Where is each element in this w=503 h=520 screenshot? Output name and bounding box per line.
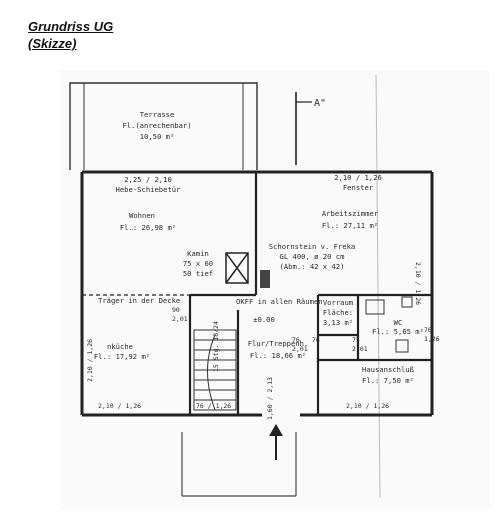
flur-name: Flur/Treppenh. <box>248 339 309 348</box>
terrace-area: 10,50 m² <box>140 132 175 141</box>
wc-fixtures <box>365 296 413 353</box>
wc-name: WC <box>394 318 403 327</box>
entrance-arrow <box>269 424 283 460</box>
vorraum-area: 3,13 m² <box>323 318 353 327</box>
fireplace <box>225 252 249 284</box>
terrace <box>69 82 258 170</box>
dim-76-right: 76 <box>312 336 320 344</box>
wohnen-name: Wohnen <box>129 211 155 220</box>
terrace-name: Terrasse <box>140 110 175 119</box>
scan-fold-line <box>375 74 381 499</box>
hausanschluss-name: Hausanschluß <box>362 365 415 374</box>
section-marker: A" <box>295 92 326 165</box>
kamin-size: 75 x 60 <box>183 259 213 268</box>
wohnen-door-size: 2,25 / 2,10 <box>124 175 172 184</box>
dim-75: 75 <box>352 336 360 344</box>
outer-walls <box>80 170 434 417</box>
okff-note: OKFF in allen Räumen <box>236 297 323 306</box>
section-label: A" <box>314 98 326 109</box>
staircase <box>193 329 237 411</box>
kamin-name: Kamin <box>187 249 209 258</box>
terrace-area-label: Fl.(anrechenbar) <box>122 121 191 130</box>
window-bottom-right: 2,10 / 1,26 <box>346 402 389 410</box>
arbeitszimmer-area: Fl.: 27,11 m² <box>322 221 378 230</box>
wc-area: Fl.: 5,65 m² <box>372 327 424 336</box>
dim-76-left: 76 <box>292 336 300 344</box>
vorraum-name: Vorraum <box>323 298 353 307</box>
dim-2-01: 2,01 <box>172 315 188 323</box>
arbeitszimmer-name: Arbeitszimmer <box>322 209 379 218</box>
wall-right-dim: 2,10 / 1,26 <box>414 262 422 305</box>
schornstein-name: Schornstein v. Freka <box>269 242 356 251</box>
schornstein-dims: (Abm.: 42 x 42) <box>280 262 345 271</box>
interior-walls <box>82 172 432 415</box>
dim-2-01-b: 2,01 <box>292 345 308 353</box>
entrance-walkway <box>181 432 297 497</box>
arbeitszimmer-window-type: Fenster <box>343 183 374 192</box>
wc-window-a: 76 <box>424 326 432 334</box>
wc-window-b: 1,26 <box>424 335 440 343</box>
hausanschluss-area: Fl.: 7,50 m² <box>362 376 414 385</box>
traeger-note: Träger in der Decke <box>98 296 180 305</box>
kueche-name: nküche <box>107 342 133 351</box>
kueche-area: Fl.: 17,92 m² <box>94 352 150 361</box>
window-bottom-left: 2,10 / 1,26 <box>98 402 141 410</box>
entry-dim: 1,60 / 2,13 <box>266 377 274 420</box>
drawing-title: Grundriss UG <box>28 19 114 34</box>
wohnen-door-type: Hebe-Schiebetür <box>116 185 182 194</box>
dim-90: 90 <box>172 306 180 314</box>
chimney-block <box>260 270 270 288</box>
dim-2-01-c: 2,01 <box>352 345 368 353</box>
drawing-subtitle: (Skizze) <box>28 36 77 51</box>
wohnen-area: Fl.: 26,98 m² <box>120 223 176 232</box>
kamin-depth: 50 tief <box>183 269 213 278</box>
drawing-heading: Grundriss UG (Skizze) <box>28 18 113 52</box>
flur-level: ±0.00 <box>253 315 275 324</box>
flur-area: Fl.: 18,66 m² <box>250 351 306 360</box>
arbeitszimmer-window-size: 2,10 / 1,26 <box>334 173 382 182</box>
wall-left-dim: 2,10 / 1,26 <box>86 339 94 382</box>
schornstein-spec: GL 400, ø 20 cm <box>280 252 345 261</box>
stairs-label: 15 Stg. 18/24 <box>212 321 220 372</box>
vorraum-area-label: Fläche: <box>323 308 353 317</box>
window-bottom-mid: 76 / 1,26 <box>196 402 231 410</box>
